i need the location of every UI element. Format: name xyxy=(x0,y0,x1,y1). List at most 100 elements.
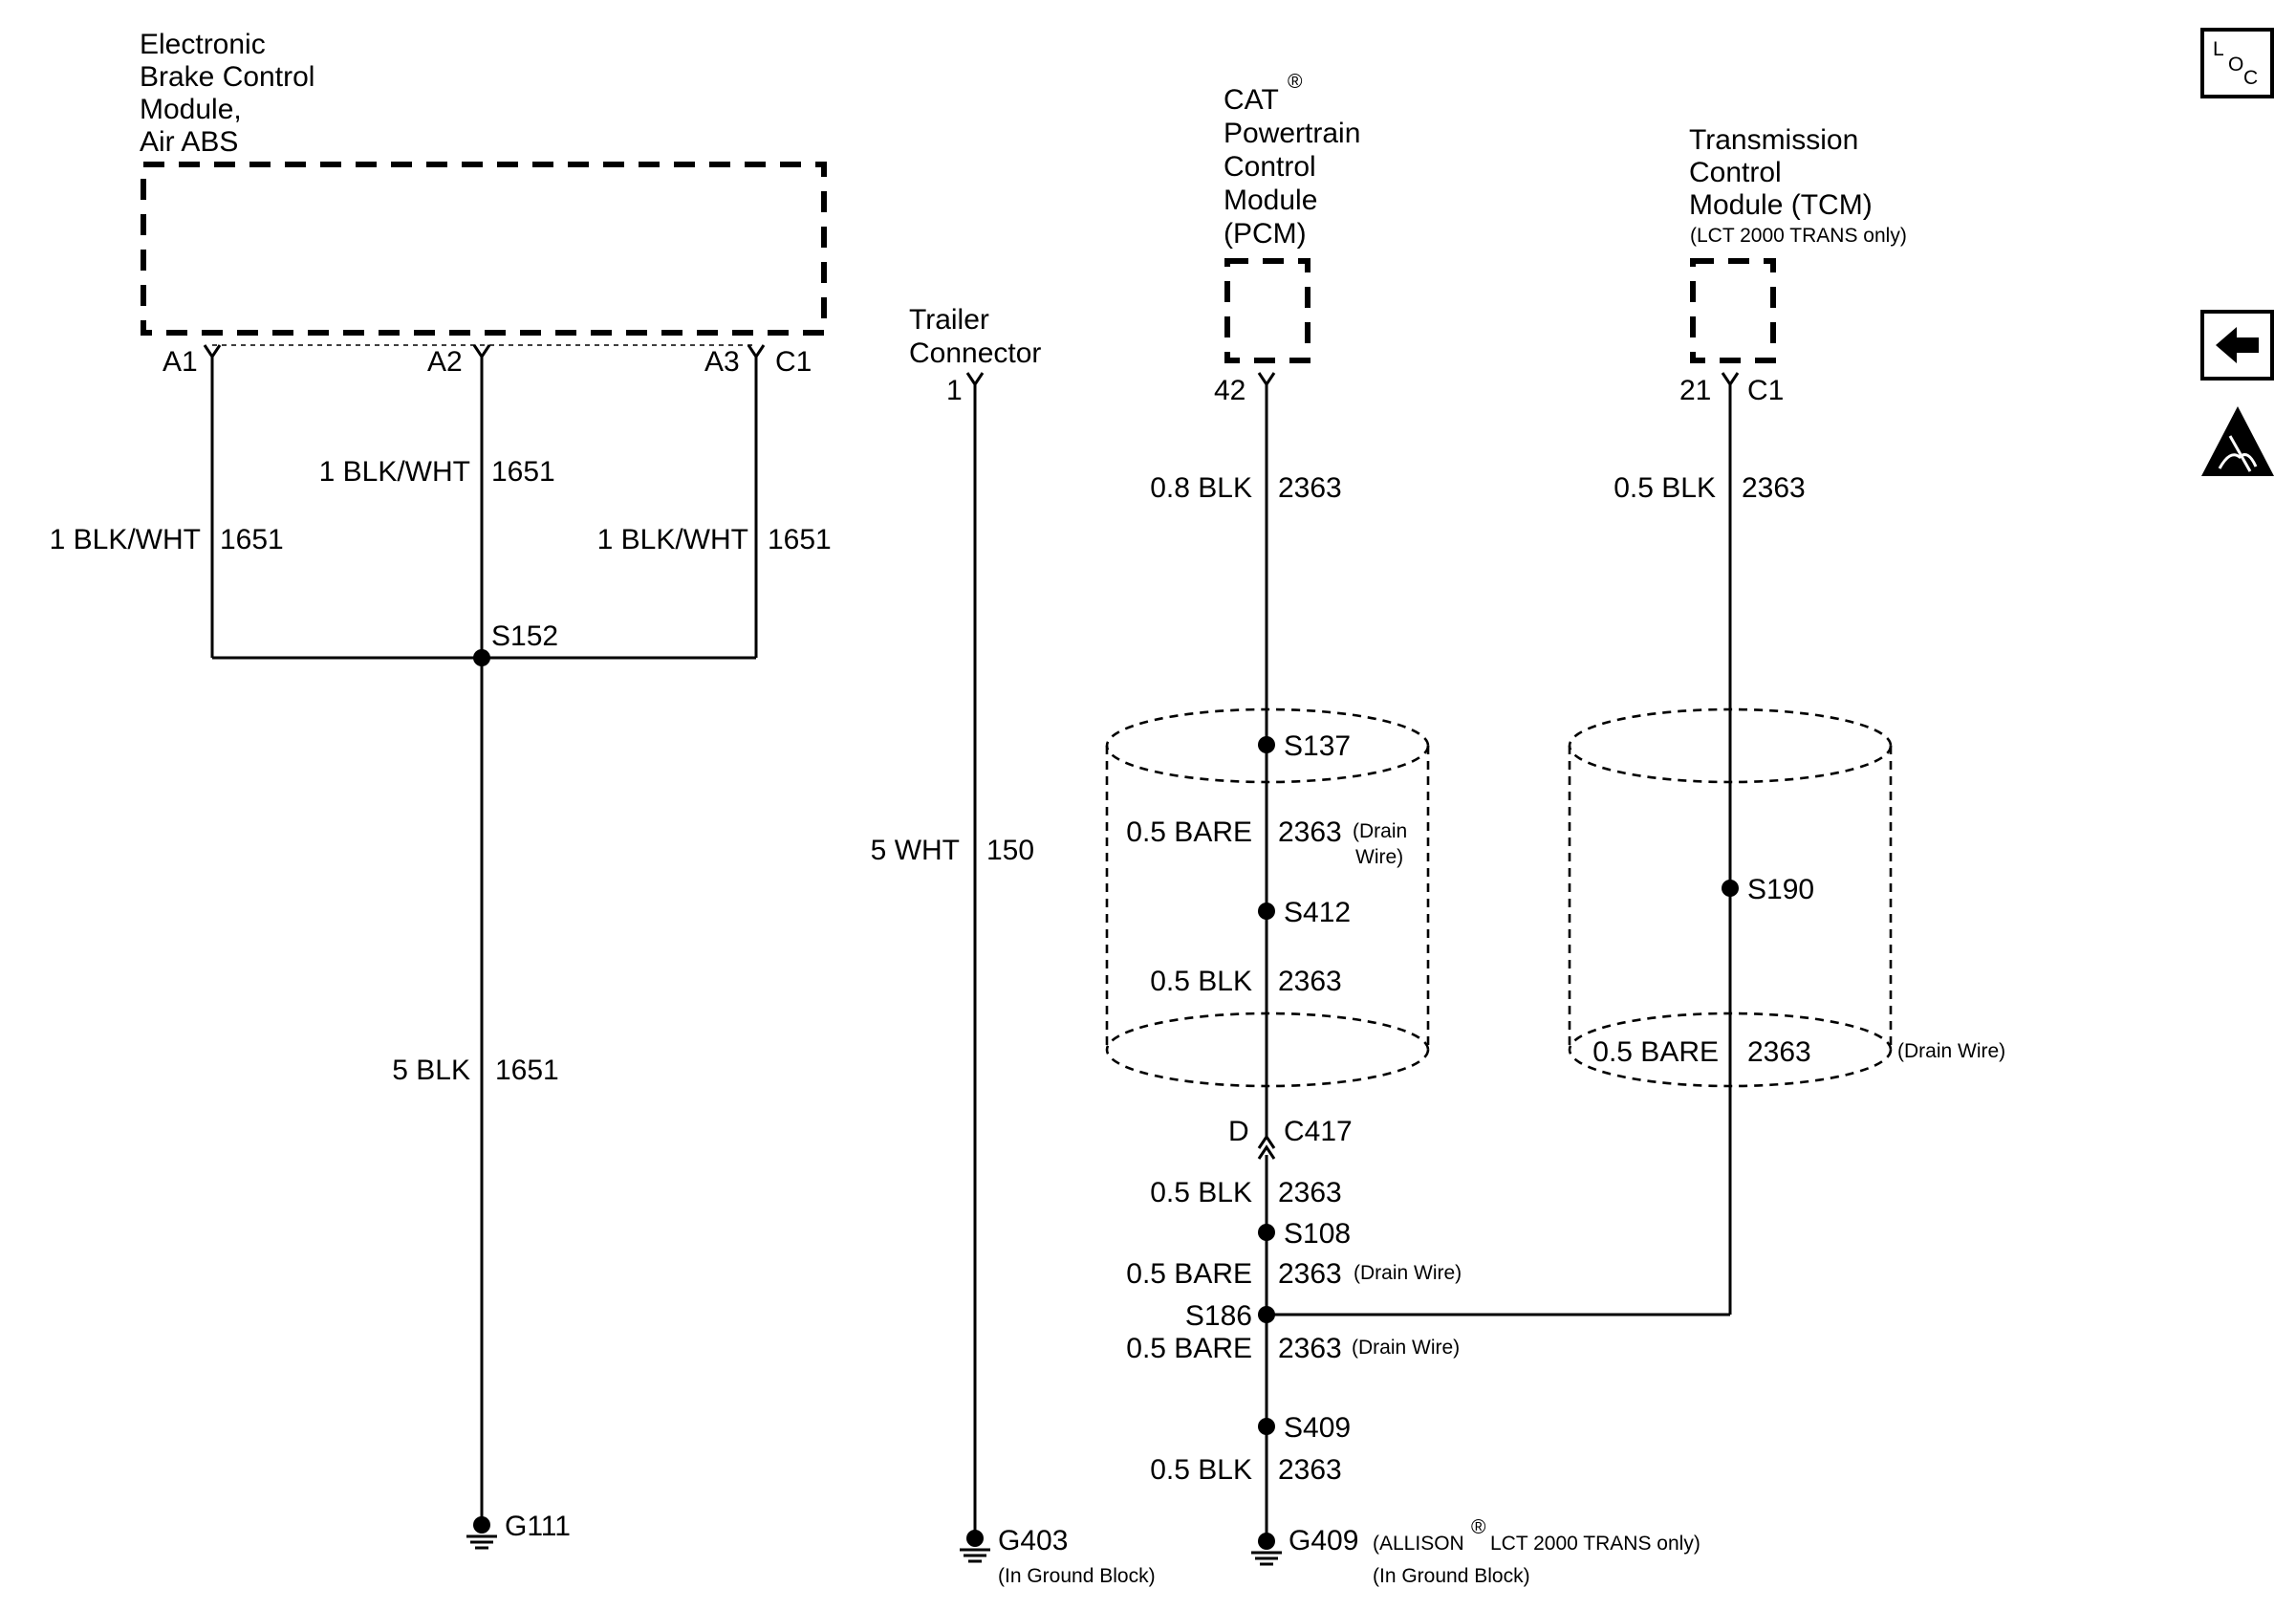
wire-s186-circuit: 2363 xyxy=(1278,1333,1342,1364)
pcm-shield-cylinder xyxy=(1105,707,1430,1088)
trailer-title-line1: Trailer xyxy=(909,304,989,336)
pcm-pin-label: 42 xyxy=(1214,375,1245,406)
wire-a2-circuit: 1651 xyxy=(491,456,555,488)
connector-c417-pin: D xyxy=(1228,1116,1249,1147)
pcm-wires: 0.8 BLK 2363 S137 0.5 BARE 2363 (Drain W… xyxy=(1105,384,1730,1587)
splice-s137-dot xyxy=(1258,736,1275,753)
wire-pcm-drain-circuit: 2363 xyxy=(1278,816,1342,848)
tcm-pin-c1-label: C1 xyxy=(1747,375,1784,406)
esd-warning-icon xyxy=(2201,406,2274,476)
wire-s186-note: (Drain Wire) xyxy=(1352,1337,1460,1359)
wire-c417-circuit: 2363 xyxy=(1278,1177,1342,1208)
ground-g111-label: G111 xyxy=(505,1511,571,1542)
wire-tcm-color: 0.5 BLK xyxy=(1614,472,1716,504)
wire-tcm-drain-circuit: 2363 xyxy=(1747,1036,1811,1068)
wire-trailer-color: 5 WHT xyxy=(871,835,960,866)
pin-a2-label: A2 xyxy=(427,346,463,378)
ebcm-wires: 1 BLK/WHT 1651 1 BLK/WHT 1651 1 BLK/WHT … xyxy=(50,357,832,1550)
tcm-pin-symbol xyxy=(1721,372,1740,387)
trailer-connector: Trailer Connector 1 5 WHT 150 G403 (In G… xyxy=(871,304,1156,1587)
ground-g409-note-b: LCT 2000 TRANS only) xyxy=(1490,1533,1700,1555)
back-arrow-icon[interactable] xyxy=(2200,310,2274,381)
tcm-wires: 0.5 BLK 2363 S190 0.5 BARE 2363 (Drain W… xyxy=(1568,384,2005,1315)
wire-pcm-drain-note-1: (Drain xyxy=(1353,820,1407,842)
tcm-title-line2: Control xyxy=(1689,157,1782,188)
wire-pcm-color: 0.8 BLK xyxy=(1150,472,1252,504)
loc-letter-l: L xyxy=(2213,38,2224,60)
connector-c417-symbol xyxy=(1257,1134,1276,1160)
location-icon[interactable]: L O C xyxy=(2200,28,2274,98)
wire-s409-color: 0.5 BLK xyxy=(1150,1454,1252,1486)
ground-g403-symbol xyxy=(960,1530,990,1563)
ground-g111-symbol xyxy=(466,1516,497,1550)
wire-s186-color: 0.5 BARE xyxy=(1126,1333,1252,1364)
wire-a1-color: 1 BLK/WHT xyxy=(50,524,201,555)
tcm-module-box xyxy=(1690,258,1776,363)
ground-g409-symbol xyxy=(1251,1533,1282,1566)
wire-s108-circuit: 2363 xyxy=(1278,1258,1342,1290)
pcm-module: CAT ® Powertrain Control Module (PCM) 42 xyxy=(1214,71,1360,406)
trailer-pin-label: 1 xyxy=(946,375,963,406)
connector-c417-label: C417 xyxy=(1284,1116,1353,1147)
trailer-pin-symbol xyxy=(965,372,985,387)
ground-g409-note-a: (ALLISON xyxy=(1373,1533,1464,1555)
wire-ground-circuit: 1651 xyxy=(495,1055,559,1086)
pcm-module-box xyxy=(1224,258,1310,363)
splice-s152-dot xyxy=(473,649,490,666)
splice-s152-label: S152 xyxy=(491,620,558,652)
tcm-pin-21-label: 21 xyxy=(1679,375,1711,406)
pin-a1-label: A1 xyxy=(162,346,198,378)
splice-s186-label: S186 xyxy=(1185,1300,1252,1332)
splice-s190-dot xyxy=(1722,880,1739,897)
ground-g409-registered-mark: ® xyxy=(1471,1516,1486,1538)
wire-tcm-drain-note: (Drain Wire) xyxy=(1897,1040,2005,1062)
wire-a2-color: 1 BLK/WHT xyxy=(319,456,470,488)
splice-s409-dot xyxy=(1258,1418,1275,1435)
tcm-shield-cylinder xyxy=(1568,707,1893,1088)
wire-a1-circuit: 1651 xyxy=(220,524,284,555)
tcm-module: Transmission Control Module (TCM) (LCT 2… xyxy=(1679,124,1907,406)
ebcm-title-line1: Electronic xyxy=(140,29,266,60)
splice-s412-label: S412 xyxy=(1284,897,1351,928)
pcm-pin-symbol xyxy=(1257,372,1276,387)
wire-tcm-circuit: 2363 xyxy=(1742,472,1806,504)
pcm-title-line5: (PCM) xyxy=(1224,218,1307,250)
wire-a3-color: 1 BLK/WHT xyxy=(597,524,748,555)
wire-ground-color: 5 BLK xyxy=(392,1055,470,1086)
splice-s412-dot xyxy=(1258,903,1275,920)
ground-g409-label: G409 xyxy=(1289,1525,1358,1556)
wire-pcm-s412-color: 0.5 BLK xyxy=(1150,966,1252,997)
tcm-title-line1: Transmission xyxy=(1689,124,1858,156)
pcm-title-line4: Module xyxy=(1224,185,1317,216)
pin-c1-label: C1 xyxy=(775,346,812,378)
pin-a3-label: A3 xyxy=(704,346,740,378)
ebcm-title-line2: Brake Control xyxy=(140,61,314,93)
wire-pcm-drain-note-2: Wire) xyxy=(1355,846,1403,868)
wire-a3-circuit: 1651 xyxy=(768,524,832,555)
wire-s409-circuit: 2363 xyxy=(1278,1454,1342,1486)
tcm-note: (LCT 2000 TRANS only) xyxy=(1690,225,1907,247)
ebcm-pins: A1 A2 A3 C1 xyxy=(162,344,812,378)
ground-g403-label: G403 xyxy=(998,1525,1068,1556)
splice-s137-label: S137 xyxy=(1284,730,1351,762)
pcm-title-line2: Powertrain xyxy=(1224,118,1360,149)
wire-trailer-circuit: 150 xyxy=(986,835,1034,866)
wire-pcm-circuit: 2363 xyxy=(1278,472,1342,504)
wire-tcm-drain-color: 0.5 BARE xyxy=(1592,1036,1719,1068)
wire-pcm-s412-circuit: 2363 xyxy=(1278,966,1342,997)
splice-s409-label: S409 xyxy=(1284,1412,1351,1444)
ebcm-module: Electronic Brake Control Module, Air ABS xyxy=(140,29,827,346)
loc-letter-o: O xyxy=(2228,54,2243,76)
ground-g403-note: (In Ground Block) xyxy=(998,1565,1156,1587)
wire-c417-color: 0.5 BLK xyxy=(1150,1177,1252,1208)
ebcm-title-line3: Module, xyxy=(140,94,242,125)
ground-g409-note-2: (In Ground Block) xyxy=(1373,1565,1530,1587)
loc-letter-c: C xyxy=(2243,67,2258,89)
wire-s108-color: 0.5 BARE xyxy=(1126,1258,1252,1290)
tcm-title-line3: Module (TCM) xyxy=(1689,189,1873,221)
ebcm-title-line4: Air ABS xyxy=(140,126,238,158)
pcm-registered-mark: ® xyxy=(1288,71,1303,93)
splice-s190-label: S190 xyxy=(1747,874,1814,905)
wire-pcm-drain-color: 0.5 BARE xyxy=(1126,816,1252,848)
